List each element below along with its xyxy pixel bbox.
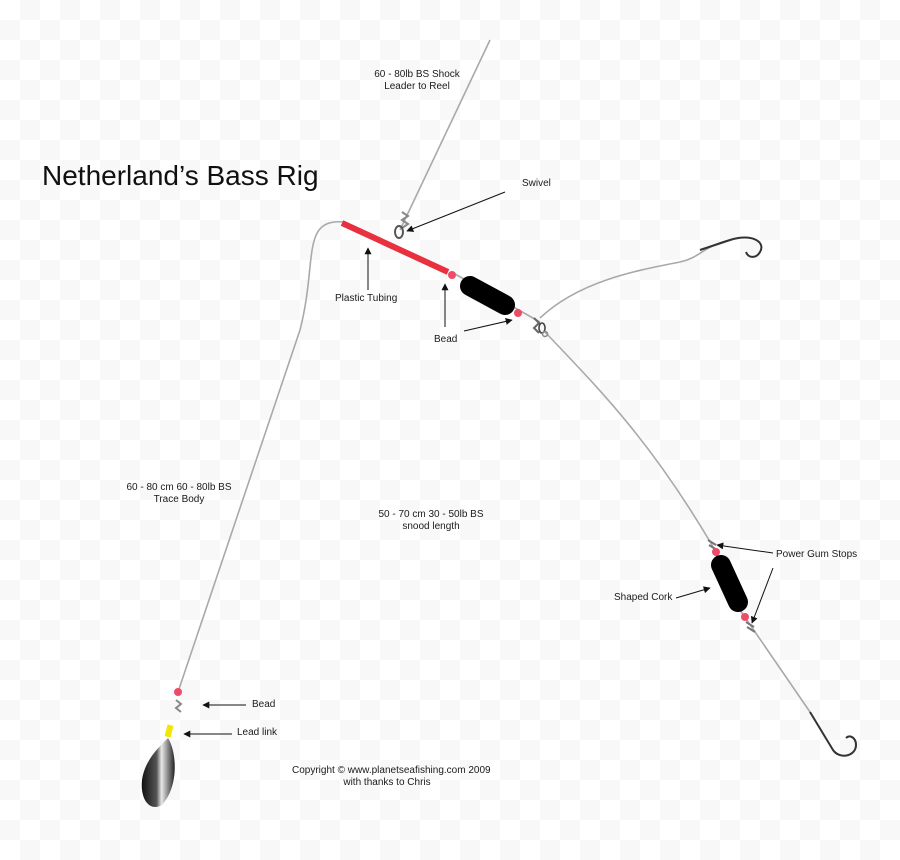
swivel-bottom [174,699,183,713]
shaped-cork [711,555,748,612]
upper-snood-line [539,239,731,319]
bead-top [448,271,456,279]
swivel-top [394,211,410,239]
plastic-tubing [340,220,450,275]
bead-middle [514,309,522,317]
snood-line [544,331,811,713]
power-gum-stop-lower [745,621,756,633]
swivel-label: Swivel [522,178,551,189]
bead-top-label: Bead [434,334,458,345]
cork-top [460,276,515,315]
diagram-title: Netherland’s Bass Rig [42,160,319,191]
bead-cork-lower [741,613,749,621]
trace-body-label: 60 - 80 cm 60 - 80lb BS Trace Body [126,482,232,505]
swivel-junction [532,317,549,338]
bead-bottom-label: Bead [252,699,276,710]
lead-weight [141,738,175,808]
shaped-cork-arrow [675,586,711,599]
bead-bottom [174,688,182,696]
bead-middle-arrow [463,317,513,332]
plastic-tubing-label: Plastic Tubing [335,293,398,304]
copyright-label: Copyright © www.planetseafishing.com 200… [292,765,491,788]
shock-leader-label: 60 - 80lb BS Shock Leader to Reel [374,69,460,92]
hook-top [699,236,763,258]
power-gum-stops-label: Power Gum Stops [776,549,858,560]
hook-bottom [809,711,858,757]
snood-length-label: 50 - 70 cm 30 - 50lb BS snood length [378,509,484,532]
trace-body-line [177,221,346,693]
shock-leader-line [399,39,491,231]
shaped-cork-label: Shaped Cork [614,592,673,603]
swivel-arrow [406,191,506,232]
bead-cork-upper [712,548,720,556]
lead-link-label: Lead link [237,727,278,738]
power-gum-lower-arrow [750,567,774,624]
power-gum-upper-arrow [716,542,774,554]
lead-link [164,724,174,738]
